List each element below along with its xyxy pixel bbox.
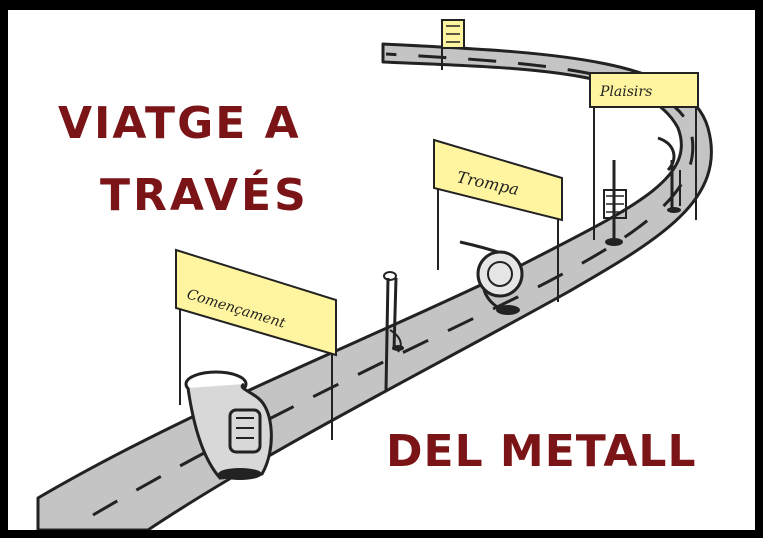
tuba-icon bbox=[184, 370, 273, 480]
sign-middle: Trompa bbox=[433, 138, 563, 302]
sign-top-right: Plaisirs bbox=[589, 72, 699, 240]
french-horn-icon bbox=[459, 240, 524, 315]
illustration-panel: Plaisirs Trompa Començament bbox=[8, 10, 755, 530]
trombone-icon bbox=[383, 271, 404, 391]
sign-top-right-label: Plaisirs bbox=[599, 84, 652, 100]
finish-flag bbox=[441, 19, 465, 70]
title-line-2: TRAVÉS bbox=[100, 170, 309, 221]
road-illustration: Plaisirs Trompa Començament bbox=[36, 19, 713, 530]
trumpet-icon bbox=[603, 160, 627, 246]
road-center-line bbox=[92, 52, 695, 517]
title-line-3: DEL METALL bbox=[386, 426, 697, 477]
title-line-1: VIATGE A bbox=[58, 98, 301, 149]
cornet-icon bbox=[657, 136, 681, 213]
